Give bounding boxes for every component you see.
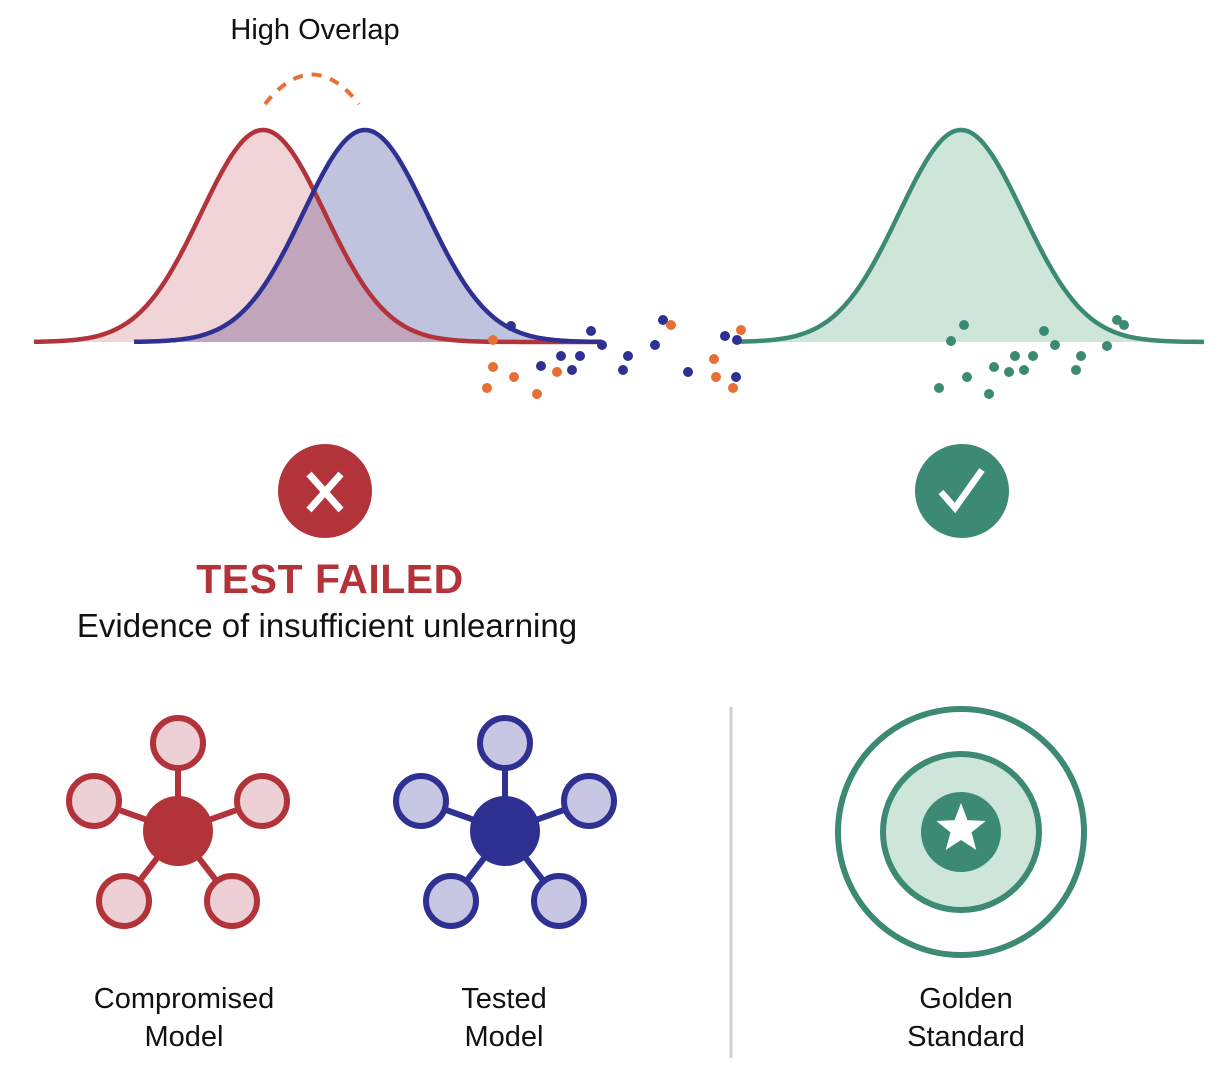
sample-dot — [658, 315, 668, 325]
test-failed-subtitle: Evidence of insufficient unlearning — [76, 607, 578, 644]
sample-dot — [552, 367, 562, 377]
sample-dot — [1102, 341, 1112, 351]
sample-dot — [506, 321, 516, 331]
sample-dot — [989, 362, 999, 372]
tested-model-network-icon — [393, 715, 617, 929]
golden-standard-label-line2: Standard — [907, 1021, 1025, 1053]
network-hub — [143, 796, 213, 866]
compromised-model-label-line2: Model — [144, 1021, 224, 1053]
sample-dot — [1010, 351, 1020, 361]
network-node — [393, 773, 449, 829]
sample-dot — [1028, 351, 1038, 361]
tested-distribution-curve — [134, 127, 603, 345]
sample-dot — [732, 335, 742, 345]
compromised-model-label-line1: Compromised — [93, 983, 275, 1015]
sample-dot — [984, 389, 994, 399]
sample-dot — [709, 354, 719, 364]
sample-dot — [1004, 367, 1014, 377]
sample-dot — [488, 335, 498, 345]
network-node — [204, 873, 260, 929]
sample-dot — [623, 351, 633, 361]
network-node — [66, 773, 122, 829]
sample-dot — [666, 320, 676, 330]
overlap-indicator-arc — [263, 72, 361, 106]
test-failed-title: TEST FAILED — [196, 556, 464, 602]
golden-distribution-curve — [740, 127, 1204, 345]
tested-model-label-line1: Tested — [461, 983, 547, 1015]
sample-dot — [556, 351, 566, 361]
sample-dot — [482, 383, 492, 393]
high-overlap-label: High Overlap — [230, 14, 400, 46]
sample-dot — [488, 362, 498, 372]
sample-dot — [586, 326, 596, 336]
sample-dot — [536, 361, 546, 371]
sample-dot — [1050, 340, 1060, 350]
sample-dot — [731, 372, 741, 382]
sample-dot — [532, 389, 542, 399]
sample-dot — [597, 340, 607, 350]
tested-model-label: Tested Model — [404, 980, 604, 1056]
sample-dot — [1019, 365, 1029, 375]
network-hub — [470, 796, 540, 866]
sample-dot — [959, 320, 969, 330]
network-node — [150, 715, 206, 771]
check-icon — [915, 444, 1009, 538]
sample-dot — [728, 383, 738, 393]
sample-scatter-dots — [482, 315, 1129, 399]
sample-dot — [1039, 326, 1049, 336]
sample-dot — [1112, 315, 1122, 325]
compromised-distribution-curve — [33, 127, 600, 345]
compromised-model-label: Compromised Model — [52, 980, 316, 1056]
star-target-icon — [835, 706, 1087, 958]
golden-distribution-fill — [740, 130, 1204, 342]
sample-dot — [720, 331, 730, 341]
golden-standard-label: Golden Standard — [846, 980, 1086, 1056]
tested-model-label-line2: Model — [464, 1021, 544, 1053]
sample-dot — [711, 372, 721, 382]
sample-dot — [736, 325, 746, 335]
sample-dot — [1119, 320, 1129, 330]
network-node — [234, 773, 290, 829]
golden-standard-label-line1: Golden — [919, 983, 1013, 1015]
network-node — [96, 873, 152, 929]
compromised-model-network-icon — [66, 715, 290, 929]
sample-dot — [567, 365, 577, 375]
sample-dot — [509, 372, 519, 382]
sample-dot — [962, 372, 972, 382]
distribution-curves — [33, 72, 1204, 345]
network-node — [531, 873, 587, 929]
sample-dot — [618, 365, 628, 375]
sample-dot — [1071, 365, 1081, 375]
sample-dot — [1076, 351, 1086, 361]
network-node — [561, 773, 617, 829]
x-icon — [278, 444, 372, 538]
sample-dot — [575, 351, 585, 361]
network-node — [477, 715, 533, 771]
sample-dot — [934, 383, 944, 393]
network-node — [423, 873, 479, 929]
tested-distribution-fill — [134, 130, 602, 342]
sample-dot — [683, 367, 693, 377]
star-icon — [936, 803, 986, 850]
sample-dot — [946, 336, 956, 346]
sample-dot — [650, 340, 660, 350]
